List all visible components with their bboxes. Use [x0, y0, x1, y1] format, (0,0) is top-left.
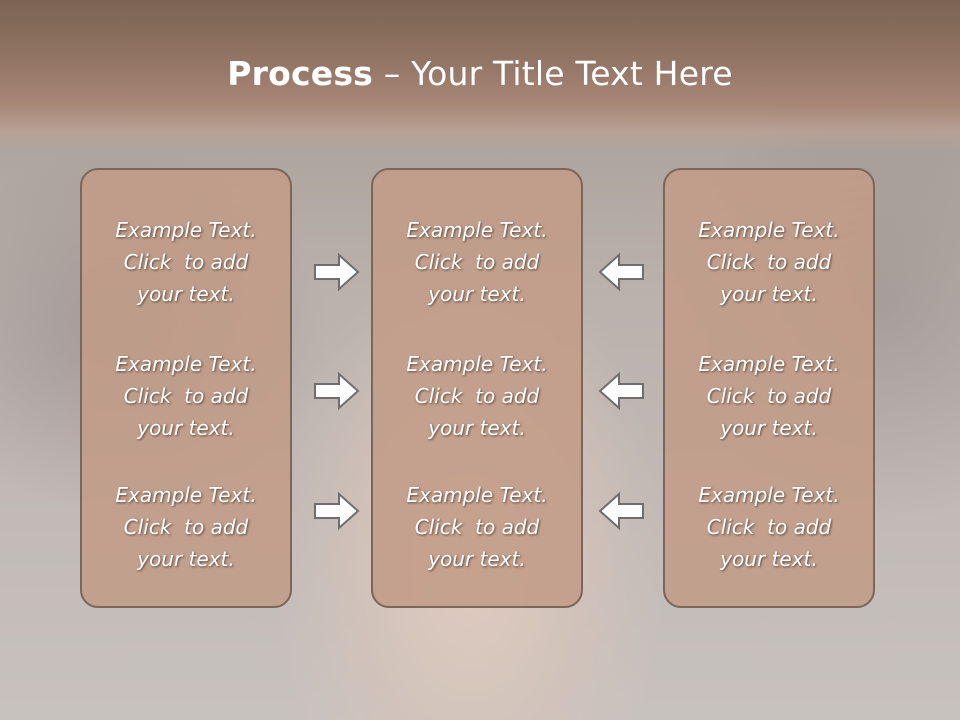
title-bold: Process: [227, 54, 374, 93]
text-line: your text.: [137, 547, 235, 571]
text-block[interactable]: Example Text. Click to add your text.: [665, 479, 873, 575]
text-line: Click to add: [706, 384, 832, 408]
text-block[interactable]: Example Text. Click to add your text.: [373, 348, 581, 444]
text-line: Click to add: [123, 515, 249, 539]
title-band: [0, 0, 960, 150]
process-box-left[interactable]: Example Text. Click to add your text. Ex…: [80, 168, 292, 608]
process-box-center[interactable]: Example Text. Click to add your text. Ex…: [371, 168, 583, 608]
text-line: Example Text.: [115, 483, 257, 507]
text-line: Example Text.: [115, 218, 257, 242]
text-line: Click to add: [414, 384, 540, 408]
text-block[interactable]: Example Text. Click to add your text.: [82, 214, 290, 310]
text-block[interactable]: Example Text. Click to add your text.: [82, 479, 290, 575]
text-block[interactable]: Example Text. Click to add your text.: [373, 479, 581, 575]
left-arrow-icon[interactable]: [597, 252, 645, 292]
text-line: Example Text.: [406, 352, 548, 376]
text-line: your text.: [137, 282, 235, 306]
text-line: Click to add: [414, 515, 540, 539]
text-line: your text.: [720, 547, 818, 571]
text-line: your text.: [428, 547, 526, 571]
text-line: Click to add: [706, 515, 832, 539]
text-line: Example Text.: [406, 218, 548, 242]
process-box-right[interactable]: Example Text. Click to add your text. Ex…: [663, 168, 875, 608]
text-line: your text.: [720, 416, 818, 440]
text-line: Click to add: [123, 384, 249, 408]
right-arrow-icon[interactable]: [313, 252, 361, 292]
text-block[interactable]: Example Text. Click to add your text.: [373, 214, 581, 310]
text-line: Example Text.: [698, 483, 840, 507]
text-line: Click to add: [123, 250, 249, 274]
text-line: your text.: [137, 416, 235, 440]
text-line: Click to add: [706, 250, 832, 274]
text-block[interactable]: Example Text. Click to add your text.: [665, 348, 873, 444]
text-block[interactable]: Example Text. Click to add your text.: [665, 214, 873, 310]
left-arrow-icon[interactable]: [597, 491, 645, 531]
text-line: Example Text.: [698, 218, 840, 242]
title-rest: – Your Title Text Here: [373, 54, 733, 93]
text-line: Click to add: [414, 250, 540, 274]
right-arrow-icon[interactable]: [313, 371, 361, 411]
left-arrow-icon[interactable]: [597, 371, 645, 411]
text-line: your text.: [428, 282, 526, 306]
text-line: your text.: [428, 416, 526, 440]
text-block[interactable]: Example Text. Click to add your text.: [82, 348, 290, 444]
slide-title[interactable]: Process – Your Title Text Here: [0, 54, 960, 93]
text-line: Example Text.: [406, 483, 548, 507]
text-line: your text.: [720, 282, 818, 306]
text-line: Example Text.: [698, 352, 840, 376]
right-arrow-icon[interactable]: [313, 491, 361, 531]
text-line: Example Text.: [115, 352, 257, 376]
